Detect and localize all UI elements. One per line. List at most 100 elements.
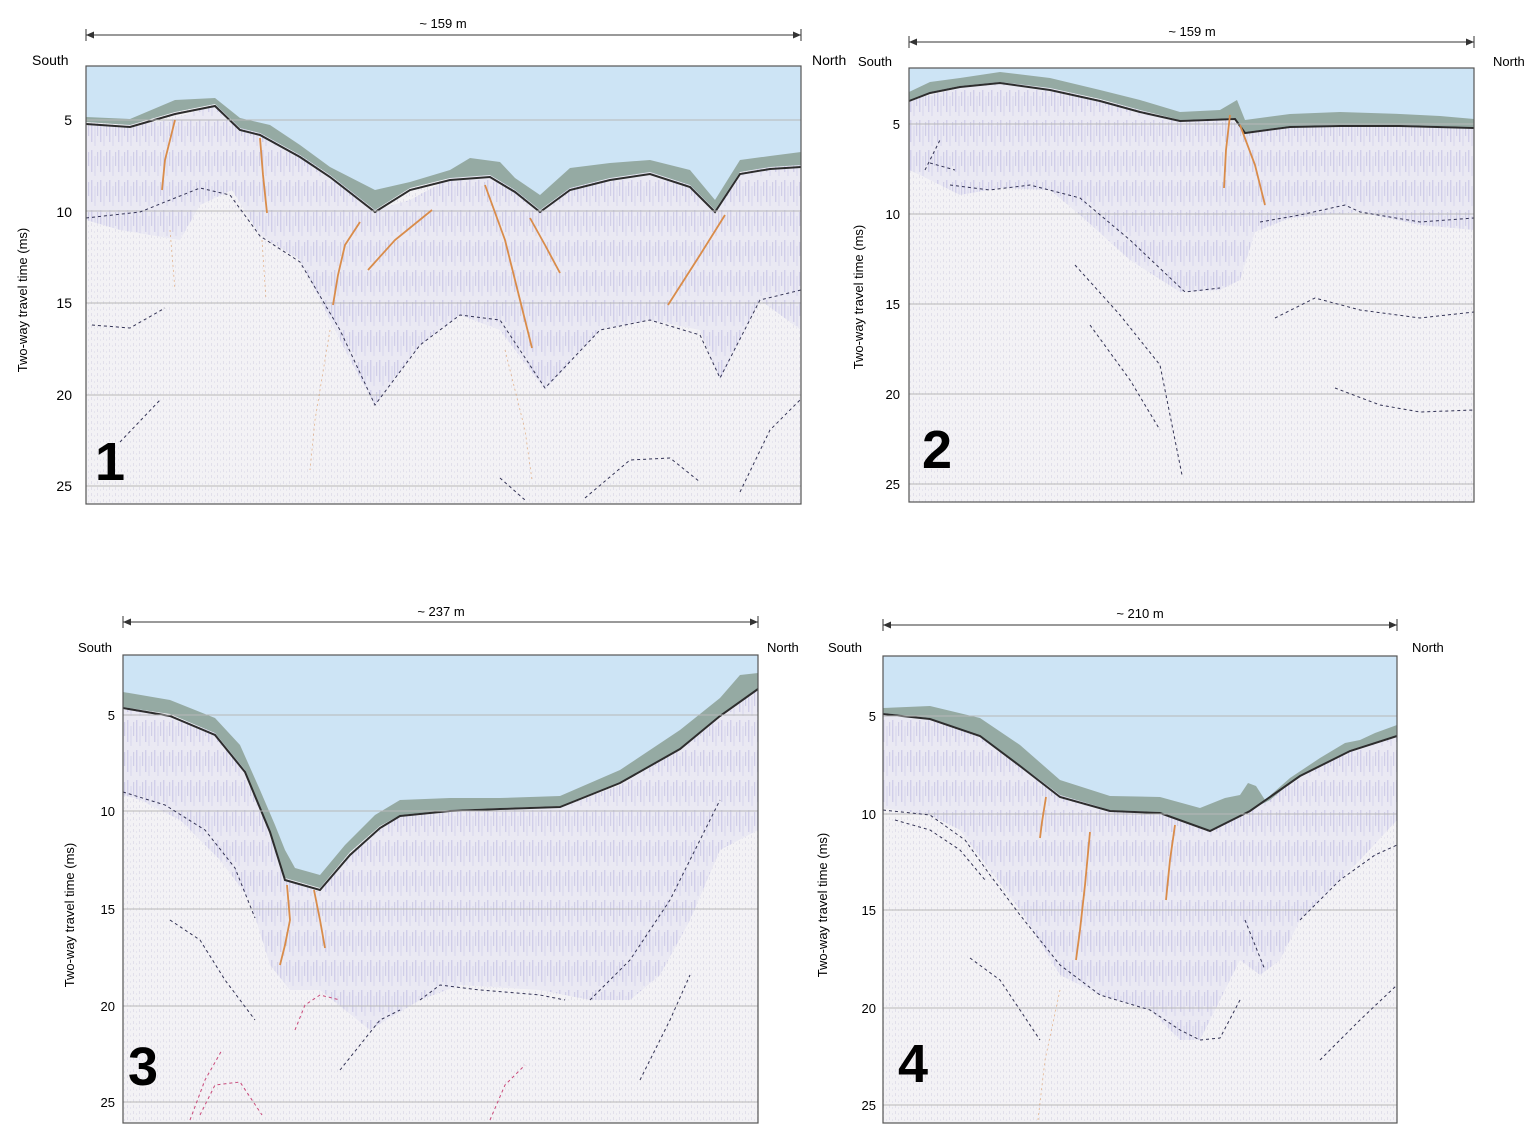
y-axis-label: Two-way travel time (ms) bbox=[15, 228, 30, 372]
dashed-reflectors bbox=[122, 791, 721, 1081]
fault-lines bbox=[279, 884, 326, 966]
y-tick-label: 20 bbox=[862, 1001, 876, 1016]
fault-lines bbox=[161, 119, 726, 349]
y-axis-label: Two-way travel time (ms) bbox=[815, 833, 830, 977]
profile-plot-area bbox=[882, 655, 1398, 1124]
fault-line bbox=[161, 119, 176, 191]
fault-line bbox=[1165, 824, 1176, 901]
fault-line bbox=[484, 184, 533, 349]
y-tick-label: 10 bbox=[101, 804, 115, 819]
seafloor-reflector bbox=[85, 104, 802, 214]
faint-reflectors bbox=[169, 229, 533, 481]
y-tick-label: 5 bbox=[108, 708, 115, 723]
y-axis-label: Two-way travel time (ms) bbox=[62, 843, 77, 987]
y-tick-label: 20 bbox=[101, 999, 115, 1014]
profile-plot-area bbox=[122, 654, 759, 1124]
gridlines bbox=[909, 123, 1474, 485]
panel-number: 4 bbox=[898, 1034, 928, 1094]
y-tick-label: 20 bbox=[56, 387, 72, 403]
profile-panel-4: ~ 210 m South North Two-way travel time … bbox=[815, 606, 1444, 1124]
profile-width-label: ~ 237 m bbox=[417, 604, 464, 619]
y-tick-label: 10 bbox=[886, 207, 900, 222]
profile-frame bbox=[122, 654, 759, 1124]
y-tick-label: 15 bbox=[862, 903, 876, 918]
y-tick-label: 25 bbox=[56, 478, 72, 494]
profile-frame bbox=[908, 67, 1475, 503]
profile-width-arrow bbox=[882, 619, 1398, 631]
y-tick-label: 20 bbox=[886, 387, 900, 402]
shallow-subsurface bbox=[883, 713, 1397, 1040]
y-tick-label: 15 bbox=[56, 295, 72, 311]
fault-line bbox=[367, 209, 433, 271]
y-tick-label: 25 bbox=[862, 1098, 876, 1113]
fault-line bbox=[313, 889, 326, 949]
water-column bbox=[123, 655, 758, 888]
sediment-cap bbox=[86, 98, 801, 210]
fault-lines bbox=[1039, 796, 1176, 961]
profile-width-label: ~ 159 m bbox=[1168, 24, 1215, 39]
dashed-reflectors bbox=[924, 139, 1475, 476]
fault-line bbox=[259, 137, 268, 214]
y-tick-labels: 5 10 15 20 25 bbox=[101, 708, 115, 1110]
y-tick-label: 25 bbox=[886, 477, 900, 492]
y-axis-label: Two-way travel time (ms) bbox=[851, 225, 866, 369]
profile-panel-2: ~ 159 m South North Two-way travel time … bbox=[851, 24, 1525, 503]
shallow-subsurface bbox=[909, 80, 1474, 292]
fault-lines bbox=[1223, 114, 1266, 206]
north-label: North bbox=[767, 640, 799, 655]
dashed-reflectors bbox=[882, 809, 1398, 1061]
seafloor-reflector bbox=[122, 688, 759, 892]
south-label: South bbox=[32, 52, 69, 68]
fault-line bbox=[1075, 831, 1091, 961]
y-tick-label: 25 bbox=[101, 1095, 115, 1110]
gridlines bbox=[883, 715, 1397, 1106]
y-tick-label: 10 bbox=[56, 204, 72, 220]
fault-line bbox=[667, 214, 726, 306]
profile-frame bbox=[85, 65, 802, 505]
y-tick-label: 5 bbox=[869, 709, 876, 724]
south-label: South bbox=[858, 54, 892, 69]
profile-width-arrow bbox=[85, 29, 802, 41]
sediment-cap bbox=[123, 673, 758, 888]
water-column bbox=[883, 656, 1397, 830]
dashed-reflectors bbox=[85, 187, 802, 501]
sediment-cap bbox=[909, 72, 1474, 132]
fault-line bbox=[332, 221, 361, 306]
profile-panel-3: ~ 237 m South North Two-way travel time … bbox=[62, 604, 799, 1124]
y-tick-labels: 5 10 15 20 25 bbox=[56, 112, 72, 494]
panel-number: 3 bbox=[128, 1037, 158, 1097]
gridlines bbox=[123, 714, 758, 1103]
y-tick-label: 10 bbox=[862, 807, 876, 822]
seafloor-reflector bbox=[908, 81, 1475, 135]
shallow-subsurface bbox=[86, 105, 801, 405]
panel-number: 2 bbox=[922, 420, 952, 480]
panel-number: 1 bbox=[95, 432, 125, 492]
shallow-subsurface bbox=[123, 690, 758, 1030]
seafloor-reflector bbox=[882, 713, 1398, 833]
y-tick-labels: 5 10 15 20 25 bbox=[886, 117, 900, 492]
y-tick-labels: 5 10 15 20 25 bbox=[862, 709, 876, 1113]
profile-panel-1: ~ 159 m South North Two-way travel time … bbox=[15, 16, 846, 505]
south-label: South bbox=[828, 640, 862, 655]
profile-width-label: ~ 159 m bbox=[419, 16, 466, 31]
profile-width-label: ~ 210 m bbox=[1116, 606, 1163, 621]
profile-width-arrow bbox=[908, 36, 1475, 48]
fault-line bbox=[1239, 124, 1266, 206]
gridlines bbox=[86, 119, 801, 487]
y-tick-label: 5 bbox=[893, 117, 900, 132]
profile-plot-area bbox=[85, 65, 802, 505]
north-label: North bbox=[812, 52, 846, 68]
profile-frame bbox=[882, 655, 1398, 1124]
y-tick-label: 5 bbox=[64, 112, 72, 128]
profile-width-arrow bbox=[122, 616, 759, 628]
pink-reflectors bbox=[189, 994, 526, 1121]
south-label: South bbox=[78, 640, 112, 655]
fault-line bbox=[1039, 796, 1047, 839]
fault-line bbox=[279, 884, 291, 966]
fault-line bbox=[529, 217, 561, 274]
faint-reflectors bbox=[1037, 989, 1061, 1121]
y-tick-label: 15 bbox=[886, 297, 900, 312]
north-label: North bbox=[1493, 54, 1525, 69]
